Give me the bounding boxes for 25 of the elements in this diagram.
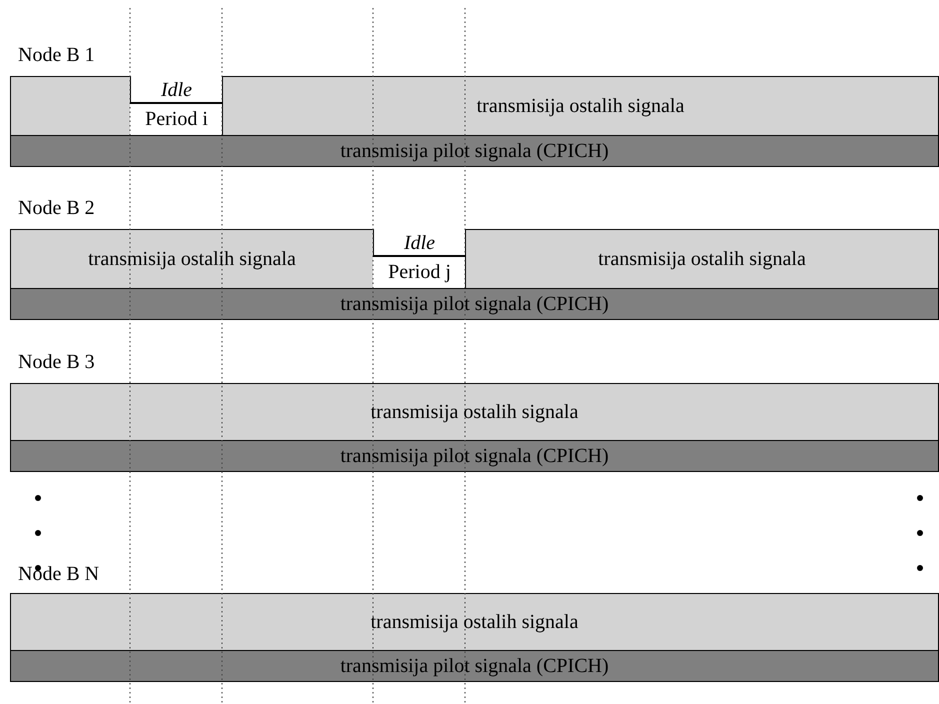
pilot-label: transmisija pilot signala (CPICH) (340, 444, 609, 468)
signal-band (10, 383, 939, 441)
band-label: transmisija ostalih signala (370, 610, 578, 634)
pilot-signal-band (10, 135, 939, 167)
band-label: transmisija ostalih signala (476, 94, 684, 118)
idle-label: Idle (402, 231, 436, 255)
band-label: transmisija ostalih signala (598, 248, 806, 270)
pilot-label: transmisija pilot signala (CPICH) (340, 292, 609, 316)
pilot-signal-band (10, 440, 939, 472)
pilot-signal-band (10, 650, 939, 682)
signal-band (465, 229, 939, 289)
pilot-label: transmisija pilot signala (CPICH) (340, 140, 609, 162)
signal-band (10, 76, 131, 136)
idle-label: Idle (160, 78, 194, 102)
signal-band (10, 229, 374, 289)
band-label: transmisija ostalih signala (88, 248, 296, 270)
pilot-label: transmisija pilot signala (CPICH) (340, 654, 609, 678)
node-label: Node B 1 (18, 44, 95, 67)
signal-band (222, 76, 939, 136)
node-label: Node B 2 (18, 197, 95, 220)
pilot-signal-band (10, 288, 939, 320)
node-label: Node B 3 (18, 351, 95, 374)
signal-band (10, 593, 939, 651)
node-label: Node B N (18, 563, 100, 586)
band-label: transmisija ostalih signala (370, 400, 578, 424)
